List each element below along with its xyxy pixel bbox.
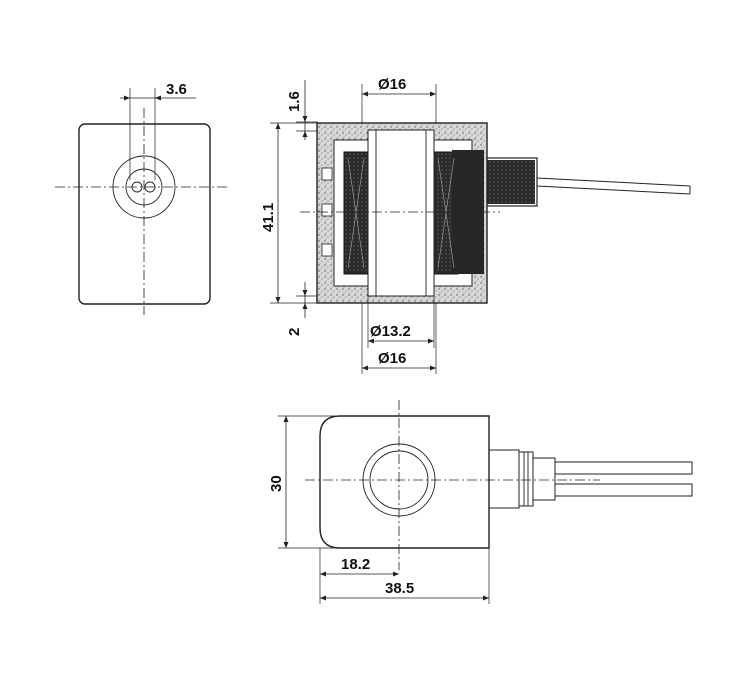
section-view: Ø16 1.6 41.1 2 Ø13.2 Ø16 <box>260 76 691 374</box>
dim-inner-dia: Ø13.2 <box>370 323 411 340</box>
dim-height: 41.1 <box>260 203 277 232</box>
top-housing <box>319 415 490 549</box>
dim-outer-dia-top: Ø16 <box>378 76 406 93</box>
dim-outer-dia-bottom: Ø16 <box>378 350 406 367</box>
dim-width: 30 <box>268 475 285 492</box>
dim-bottom-gap: 2 <box>286 328 303 336</box>
dim-hole-offset: 3.6 <box>166 81 187 98</box>
top-view: 30 18.2 38.5 <box>268 400 693 604</box>
dim-length: 38.5 <box>385 580 414 597</box>
center-bore <box>367 129 435 297</box>
front-housing <box>78 123 211 305</box>
dim-center-offset: 18.2 <box>341 556 370 573</box>
dim-top-gap: 1.6 <box>286 91 303 112</box>
front-view: 3.6 <box>55 81 230 315</box>
